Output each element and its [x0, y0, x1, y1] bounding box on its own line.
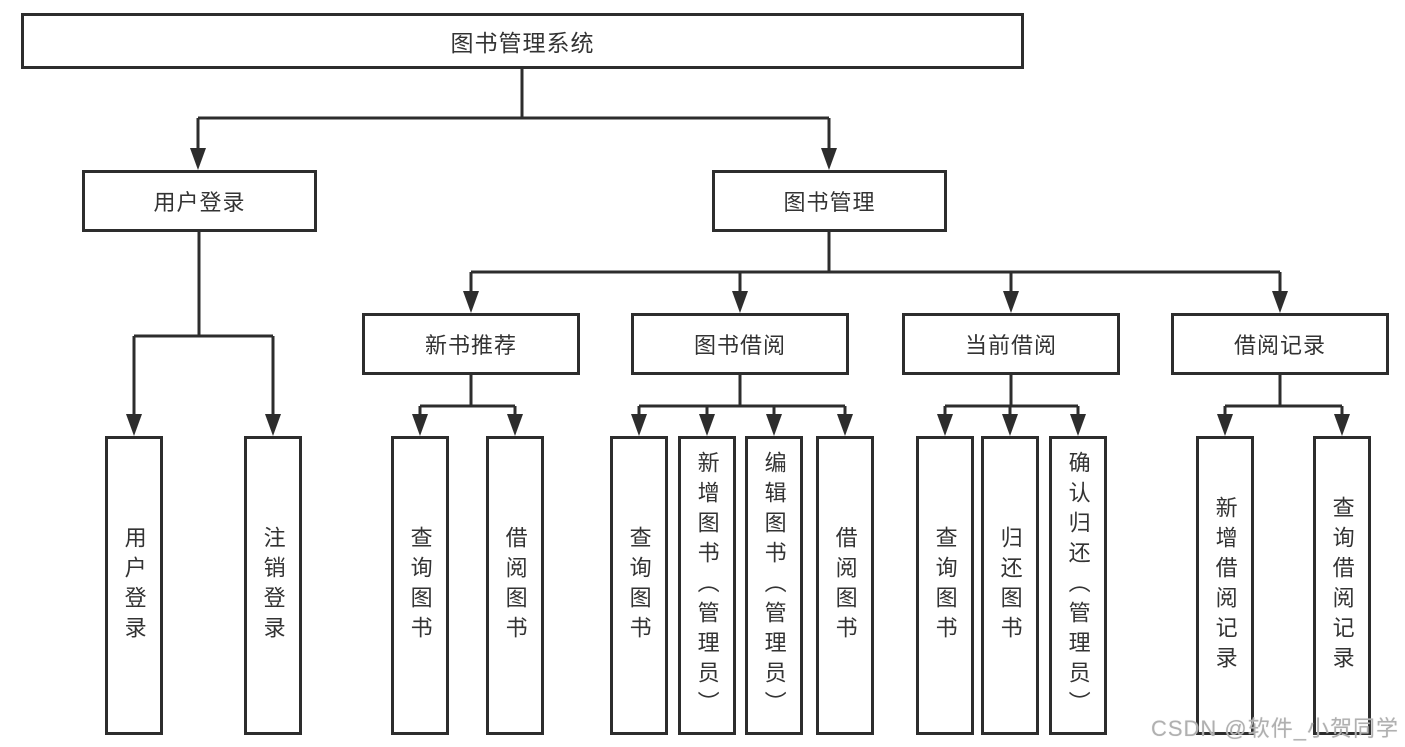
- connector-book-borrow: [631, 375, 853, 436]
- leaf-add-borrow-record: 新增借阅记录: [1196, 436, 1254, 735]
- node-book-management-group-label: 图书管理: [783, 190, 876, 215]
- connector-current-borrow: [937, 375, 1086, 436]
- leaf-recommend-borrow-books-label: 借阅图书: [502, 525, 528, 646]
- node-book-borrow: 图书借阅: [631, 313, 849, 375]
- leaf-current-query-books-label: 查询图书: [932, 525, 958, 646]
- leaf-query-borrow-record: 查询借阅记录: [1313, 436, 1371, 735]
- leaf-recommend-query-books-label: 查询图书: [407, 525, 433, 646]
- leaf-edit-books-admin-label: 编辑图书（管理员）: [761, 450, 787, 721]
- node-borrow-record: 借阅记录: [1171, 313, 1389, 375]
- leaf-user-login: 用户登录: [105, 436, 163, 735]
- leaf-return-books: 归还图书: [981, 436, 1039, 735]
- leaf-borrow-query-books-label: 查询图书: [626, 525, 652, 646]
- leaf-logout-label: 注销登录: [260, 525, 286, 646]
- leaf-edit-books-admin: 编辑图书（管理员）: [745, 436, 803, 735]
- leaf-add-books-admin: 新增图书（管理员）: [678, 436, 736, 735]
- node-user-login-group-label: 用户登录: [153, 190, 246, 215]
- node-root: 图书管理系统: [21, 13, 1024, 69]
- node-book-management-group: 图书管理: [712, 170, 947, 232]
- node-current-borrow: 当前借阅: [902, 313, 1120, 375]
- leaf-confirm-return-admin-label: 确认归还（管理员）: [1065, 450, 1091, 721]
- leaf-confirm-return-admin: 确认归还（管理员）: [1049, 436, 1107, 735]
- leaf-logout: 注销登录: [244, 436, 302, 735]
- leaf-borrow-books: 借阅图书: [816, 436, 874, 735]
- leaf-borrow-query-books: 查询图书: [610, 436, 668, 735]
- leaf-add-books-admin-label: 新增图书（管理员）: [694, 450, 720, 721]
- connector-root: [190, 69, 837, 170]
- csdn-watermark: CSDN @软件_小贺同学: [1150, 716, 1399, 741]
- node-user-login-group: 用户登录: [82, 170, 317, 232]
- connector-book-management: [463, 232, 1288, 313]
- connector-borrow-record: [1217, 375, 1350, 436]
- leaf-return-books-label: 归还图书: [997, 525, 1023, 646]
- connector-new-book-recommend: [412, 375, 523, 436]
- node-borrow-record-label: 借阅记录: [1233, 333, 1326, 358]
- node-new-book-recommend: 新书推荐: [362, 313, 580, 375]
- connector-user-login: [126, 232, 281, 436]
- leaf-current-query-books: 查询图书: [916, 436, 974, 735]
- node-current-borrow-label: 当前借阅: [964, 333, 1057, 358]
- leaf-borrow-books-label: 借阅图书: [832, 525, 858, 646]
- node-book-borrow-label: 图书借阅: [693, 333, 786, 358]
- leaf-query-borrow-record-label: 查询借阅记录: [1329, 495, 1355, 676]
- node-new-book-recommend-label: 新书推荐: [424, 333, 517, 358]
- leaf-user-login-label: 用户登录: [121, 525, 147, 646]
- leaf-recommend-borrow-books: 借阅图书: [486, 436, 544, 735]
- leaf-add-borrow-record-label: 新增借阅记录: [1212, 495, 1238, 676]
- node-root-label: 图书管理系统: [450, 30, 595, 56]
- leaf-recommend-query-books: 查询图书: [391, 436, 449, 735]
